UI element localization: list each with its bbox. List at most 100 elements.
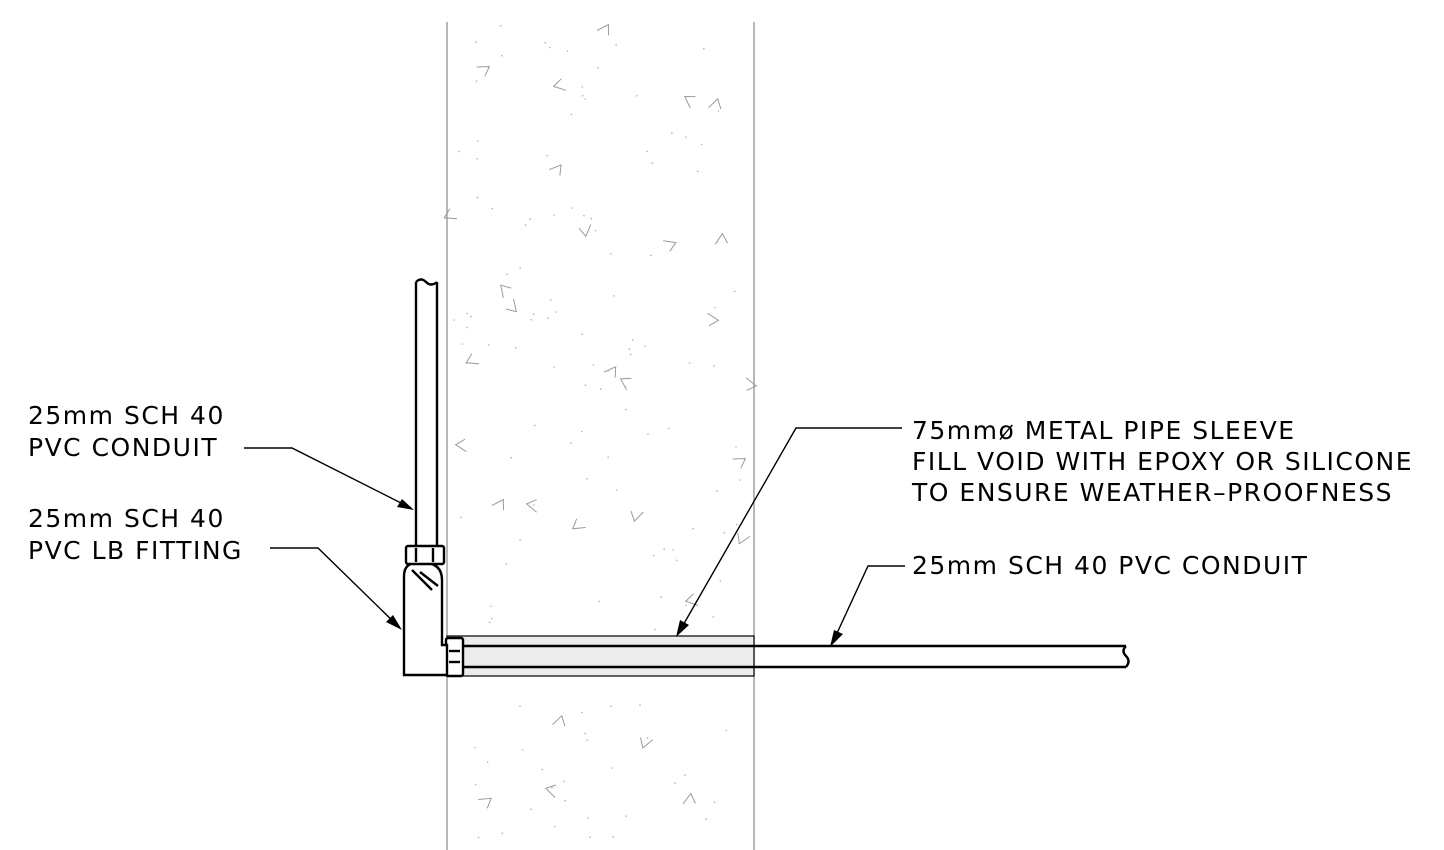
concrete-speckle [475, 41, 478, 43]
concrete-speckle [625, 408, 627, 411]
concrete-speckle [566, 50, 569, 52]
concrete-speckle [570, 113, 573, 116]
concrete-speckle [646, 150, 648, 153]
concrete-speckle [735, 446, 737, 448]
concrete-speckle [675, 559, 678, 562]
note-conduit-vertical: 25mm SCH 40 PVC CONDUIT [28, 401, 234, 462]
concrete-speckle [459, 516, 462, 519]
concrete-speckle [735, 523, 738, 526]
concrete-speckle [519, 705, 521, 707]
concrete-speckle [581, 86, 584, 88]
concrete-speckle [544, 41, 546, 44]
concrete-speckle [684, 774, 686, 776]
concrete-speckle [571, 207, 573, 209]
concrete-speckle [586, 477, 588, 480]
concrete-speckle [584, 98, 587, 100]
note-lb-fitting: 25mm SCH 40 PVC LB FITTING [28, 504, 243, 565]
concrete-speckle [713, 365, 715, 367]
concrete-speckle [551, 787, 553, 789]
concrete-aggregate-mark [505, 299, 517, 313]
concrete-aggregate-mark [737, 533, 751, 545]
lb-top-coupling [404, 544, 446, 566]
concrete-speckle [615, 44, 617, 46]
concrete-speckle [715, 490, 718, 492]
concrete-aggregate-mark [544, 784, 557, 798]
concrete-speckle [625, 815, 627, 817]
concrete-speckle [599, 388, 602, 390]
concrete-speckle [590, 217, 593, 220]
concrete-speckle [533, 504, 535, 506]
concrete-speckle [490, 605, 492, 608]
concrete-speckle [461, 343, 464, 345]
concrete-speckle [674, 782, 676, 784]
concrete-aggregate-mark [476, 66, 491, 77]
concrete-aggregate-mark [596, 23, 609, 36]
concrete-speckle [586, 817, 589, 819]
concrete-speckle [546, 154, 548, 157]
concrete-speckle [541, 768, 544, 771]
concrete-speckle [613, 295, 615, 297]
concrete-speckle [581, 711, 583, 714]
leader-sleeve [676, 427, 902, 637]
concrete-aggregate-mark [525, 499, 537, 513]
concrete-aggregate-mark [683, 95, 696, 109]
concrete-aggregate-mark [732, 458, 747, 469]
concrete-aggregate-mark [707, 312, 720, 327]
leader-conduit-horizontal [830, 565, 905, 647]
concrete-aggregate-mark [552, 714, 566, 727]
concrete-aggregate-mark [552, 78, 567, 91]
concrete-speckle [594, 229, 597, 232]
concrete-aggregate-mark [619, 377, 632, 391]
concrete-speckle [652, 554, 655, 557]
concrete-speckle [506, 273, 509, 276]
vertical-conduit [414, 278, 439, 546]
concrete-speckle [714, 306, 716, 309]
concrete-speckle [725, 729, 728, 732]
concrete-speckle [700, 143, 703, 146]
concrete-speckle [712, 616, 714, 618]
concrete-speckle [553, 366, 555, 368]
concrete-speckle [524, 224, 527, 226]
concrete-speckle [705, 818, 707, 820]
concrete-speckle [635, 95, 638, 97]
concrete-speckle [581, 333, 583, 336]
concrete-speckle [660, 596, 663, 598]
concrete-aggregate-mark [465, 353, 480, 365]
concrete-aggregate-mark [708, 97, 722, 110]
concrete-aggregate-mark [572, 518, 586, 530]
concrete-aggregate-mark [548, 164, 562, 176]
concrete-speckle [570, 442, 572, 445]
concrete-speckle [685, 136, 687, 138]
concrete-speckle [611, 767, 613, 769]
concrete-speckle [723, 532, 726, 534]
concrete-speckle [646, 737, 649, 739]
concrete-speckle [549, 46, 551, 49]
concrete-speckle [519, 267, 521, 269]
concrete-speckle [521, 749, 524, 751]
concrete-speckle [650, 254, 652, 257]
concrete-speckle [501, 54, 503, 57]
concrete-aggregate-mark [682, 792, 696, 805]
concrete-speckle [477, 140, 479, 142]
concrete-speckle [563, 780, 565, 783]
concrete-speckle [717, 110, 720, 112]
horizontal-conduit [463, 644, 1130, 669]
concrete-speckle [470, 315, 472, 318]
concrete-speckle [510, 456, 512, 459]
concrete-speckle [550, 299, 552, 302]
concrete-speckle [547, 317, 549, 319]
concrete-speckle [654, 628, 656, 631]
concrete-speckle [586, 739, 588, 742]
concrete-speckle [651, 162, 654, 164]
concrete-speckle [499, 24, 502, 27]
concrete-speckle [629, 353, 632, 356]
concrete-hatch [443, 23, 758, 839]
concrete-speckle [592, 364, 595, 366]
concrete-aggregate-mark [603, 366, 617, 378]
concrete-speckle [583, 214, 585, 217]
concrete-speckle [553, 214, 555, 216]
concrete-speckle [453, 319, 455, 321]
concrete-speckle [607, 369, 610, 372]
concrete-speckle [612, 836, 615, 838]
concrete-aggregate-mark [630, 510, 644, 523]
